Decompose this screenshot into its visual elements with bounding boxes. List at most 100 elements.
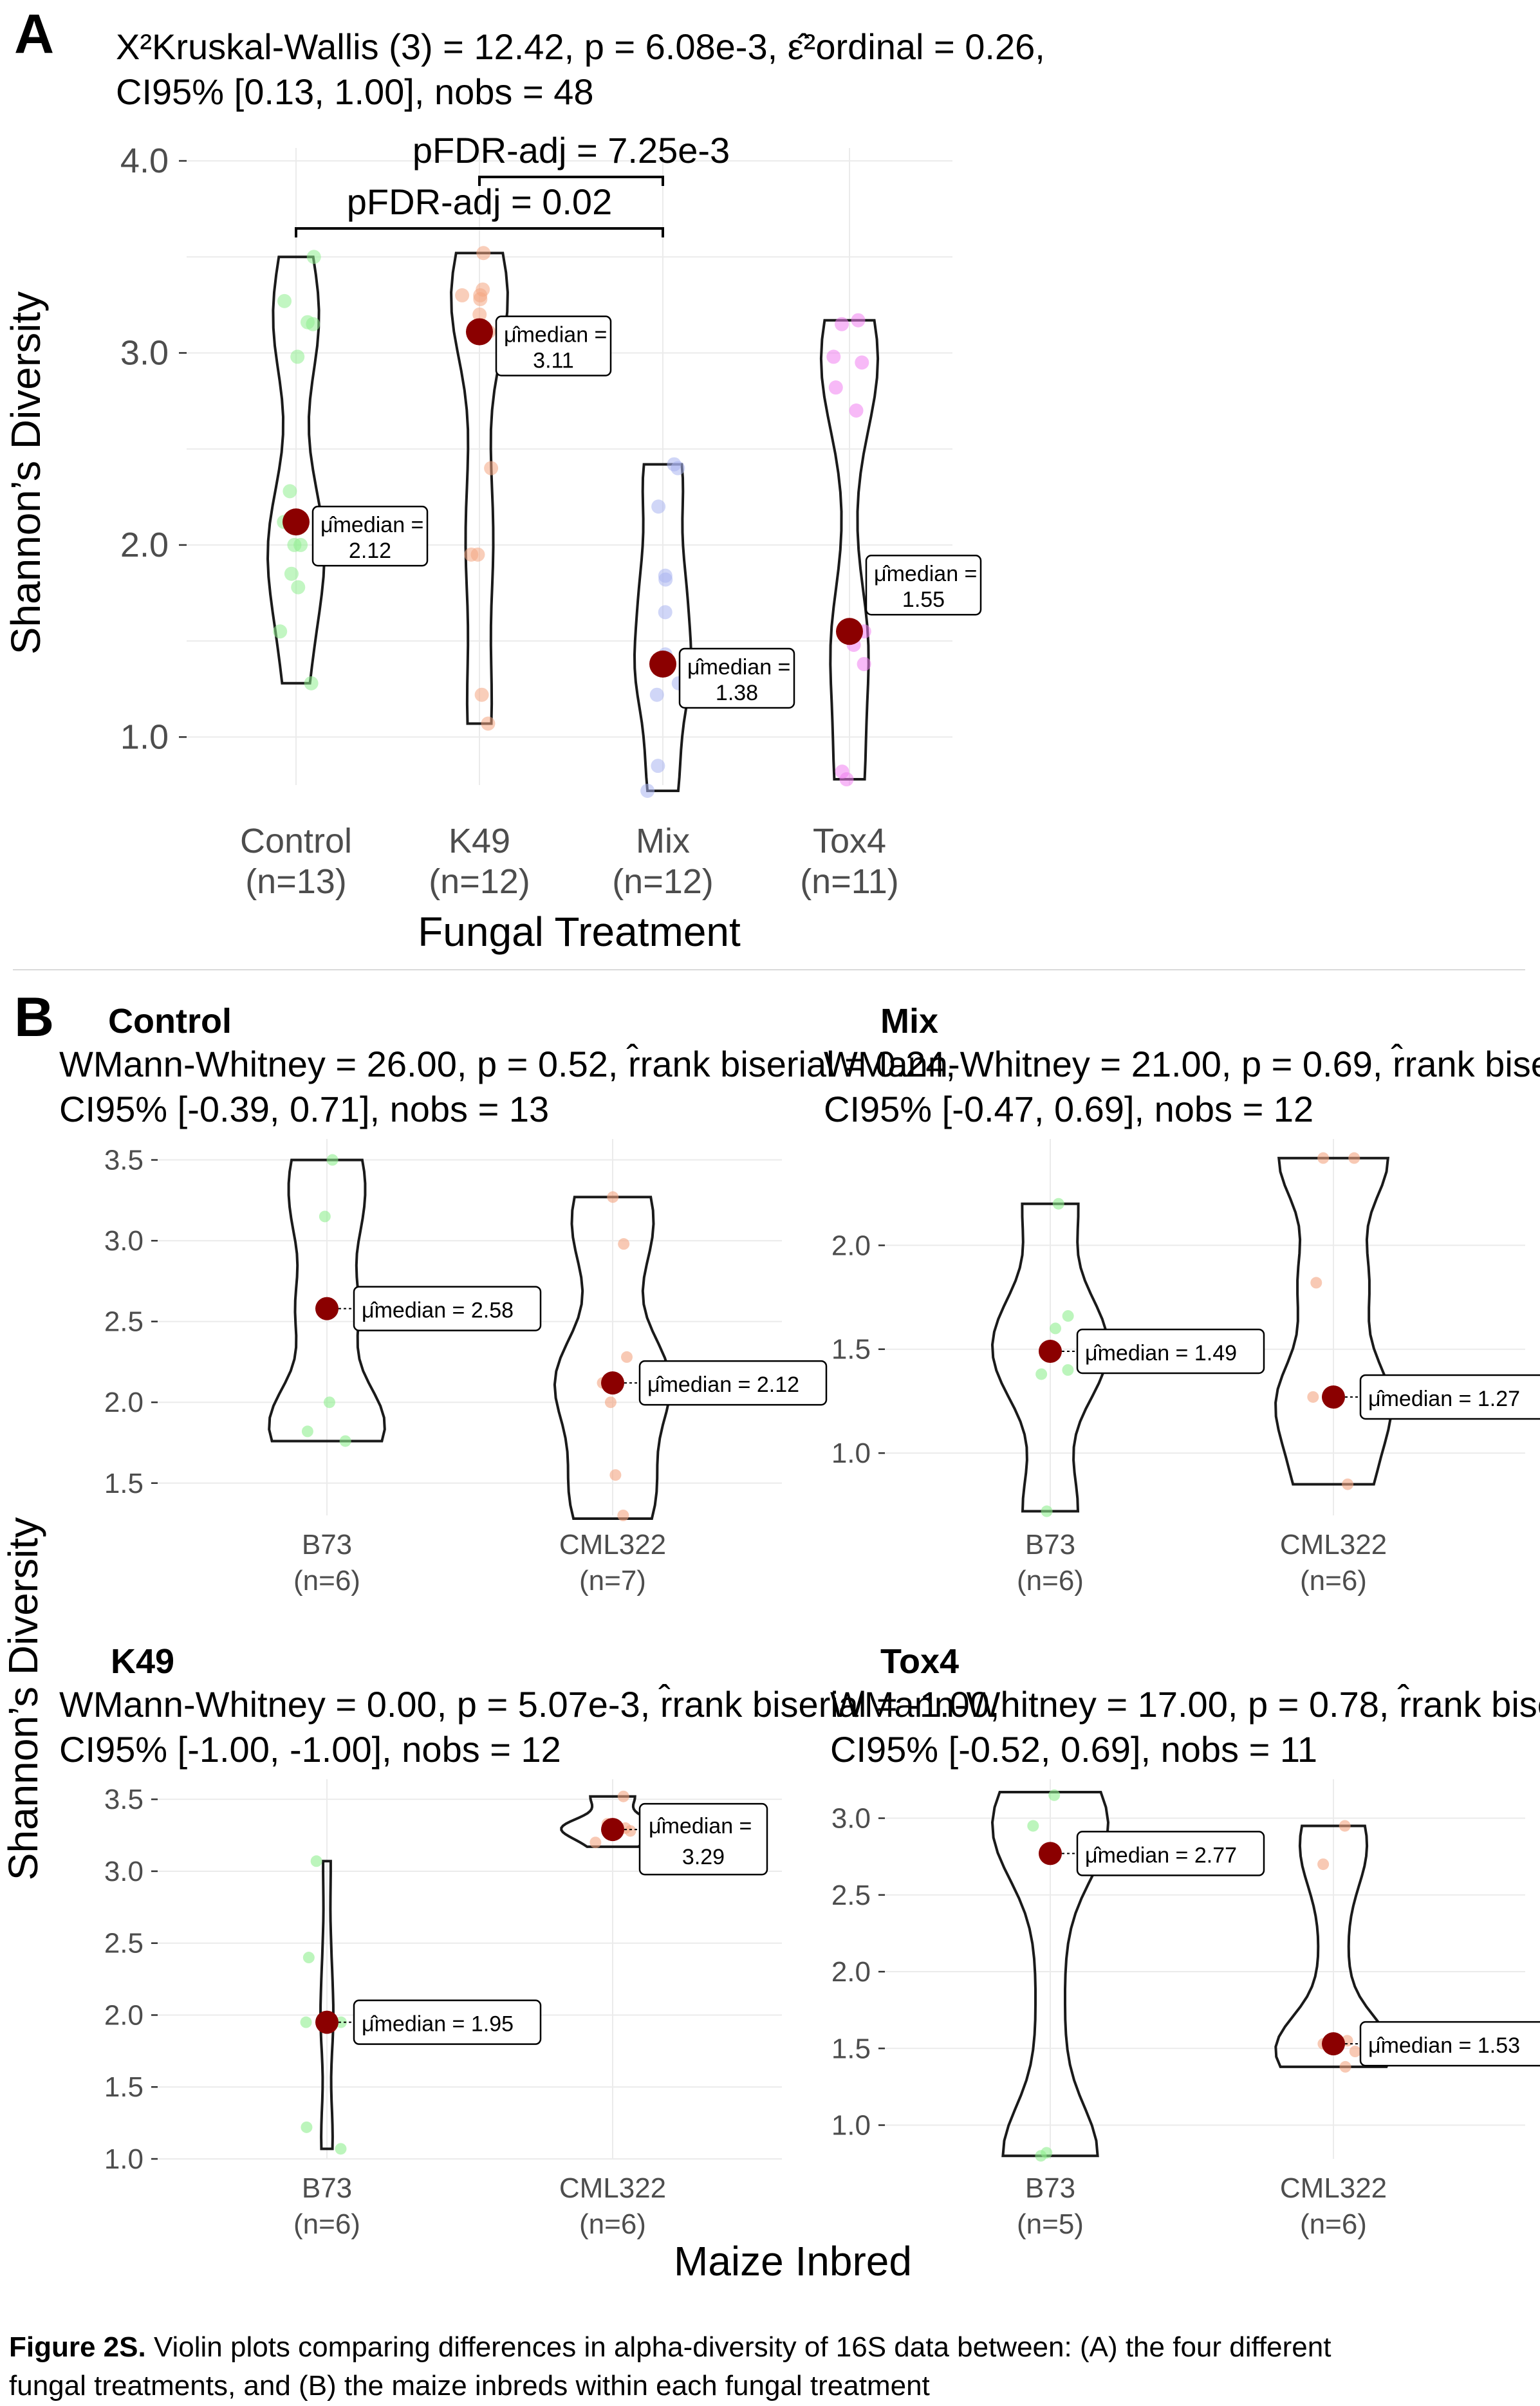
data-point <box>667 457 682 472</box>
data-point <box>284 566 299 581</box>
violin-b73 <box>990 1791 1110 2158</box>
median-label-line1: μ̂median = <box>320 513 423 537</box>
x-tick-label-b73: B73 <box>302 1529 352 1560</box>
x-tick-n-control: (n=13) <box>245 862 347 901</box>
data-point <box>484 461 499 476</box>
data-point <box>1317 1152 1330 1164</box>
data-point <box>339 1435 351 1447</box>
violin-tox4 <box>819 319 880 781</box>
violin-cml322 <box>1274 1824 1393 2068</box>
median-label-line2: 3.29 <box>682 1845 725 1869</box>
subplot-title-mix: Mix <box>880 1002 938 1041</box>
panel-b-letter: B <box>14 986 54 1048</box>
y-tick-label: 1.5 <box>104 2071 144 2103</box>
median-label-text: μ̂median = 2.77 <box>1085 1843 1237 1867</box>
x-tick-label-cml322: CML322 <box>1280 1529 1387 1560</box>
y-tick-label: 2.0 <box>104 1999 144 2031</box>
data-point <box>302 1952 315 1964</box>
panel-a-ylabel: Shannon’s Diversity <box>3 291 49 654</box>
median-label-box <box>353 1286 542 1331</box>
data-point <box>835 764 849 779</box>
data-point <box>1348 1152 1360 1164</box>
data-point <box>849 403 864 418</box>
y-tick-label: 2.0 <box>831 1230 871 1261</box>
subplot-stat-line2: CI95% [-0.47, 0.69], nobs = 12 <box>824 1089 1313 1129</box>
data-point <box>310 1855 322 1867</box>
median-point <box>601 1818 624 1842</box>
x-tick-n-b73: (n=6) <box>1017 1565 1084 1596</box>
data-point <box>857 656 871 671</box>
x-tick-n-cml322: (n=7) <box>579 1565 646 1596</box>
y-tick-label: 3.0 <box>120 333 169 372</box>
data-point <box>481 716 496 731</box>
median-point <box>1039 1339 1062 1363</box>
median-label-box <box>1076 1831 1265 1876</box>
x-tick-label-cml322: CML322 <box>1280 2172 1387 2204</box>
violin-mix <box>633 463 693 792</box>
data-point <box>828 380 843 395</box>
comparison-bracket-k49-mix <box>478 176 664 186</box>
data-point <box>1050 1322 1062 1335</box>
data-point <box>851 313 866 328</box>
data-point <box>335 2143 347 2155</box>
figure-caption-line2: fungal treatments, and (B) the maize inb… <box>9 2370 930 2401</box>
median-label-box <box>311 505 429 567</box>
data-point <box>1310 1277 1322 1289</box>
y-tick-label: 3.0 <box>104 1225 144 1257</box>
data-point <box>301 2121 313 2133</box>
data-point <box>476 246 491 261</box>
data-point <box>1339 2060 1351 2073</box>
y-tick-label: 2.5 <box>104 1928 144 1959</box>
data-point <box>1062 1310 1074 1322</box>
panel-a-xlabel: Fungal Treatment <box>418 909 741 955</box>
x-tick-label-b73: B73 <box>302 2172 352 2204</box>
median-label-text: μ̂median = 1.53 <box>1368 2033 1520 2058</box>
x-tick-label-k49: K49 <box>449 822 510 860</box>
data-point <box>589 1837 602 1849</box>
median-point <box>649 650 676 678</box>
median-label-box <box>353 1999 542 2045</box>
median-point <box>1322 2032 1345 2056</box>
data-point <box>835 317 849 331</box>
median-label-box <box>1359 2021 1540 2067</box>
data-point <box>323 1396 335 1409</box>
subplot-stat-line2: CI95% [-0.52, 0.69], nobs = 11 <box>830 1729 1317 1770</box>
y-tick-label: 1.5 <box>831 2033 871 2064</box>
y-tick-label: 3.0 <box>831 1803 871 1835</box>
median-point <box>466 318 493 346</box>
data-point <box>658 568 673 583</box>
data-point <box>620 1351 633 1363</box>
data-point <box>609 1469 622 1481</box>
violin-b73 <box>268 1158 386 1443</box>
data-point <box>300 315 315 329</box>
data-point <box>464 547 479 562</box>
x-tick-n-b73: (n=6) <box>293 1565 360 1596</box>
x-tick-label-mix: Mix <box>636 822 690 860</box>
data-point <box>1035 1368 1048 1380</box>
data-point <box>1027 1820 1039 1832</box>
median-label-line2: 2.12 <box>349 539 391 563</box>
median-label-line2: 1.38 <box>716 681 758 705</box>
x-tick-label-cml322: CML322 <box>559 2172 666 2204</box>
y-tick-label: 2.0 <box>104 1387 144 1418</box>
subplot-stat-line1: WMann-Whitney = 17.00, p = 0.78, r̂rank … <box>830 1684 1540 1725</box>
panel-a-plot: 1.02.03.04.0μ̂median =2.12Control(n=13)μ… <box>120 130 982 901</box>
data-point <box>604 1396 617 1409</box>
x-tick-label-control: Control <box>240 822 352 860</box>
x-tick-n-cml322: (n=6) <box>1300 1565 1367 1596</box>
median-label-line1: μ̂median = <box>874 562 977 586</box>
y-tick-label: 1.5 <box>831 1334 871 1365</box>
comparison-bracket-control-mix <box>295 227 664 237</box>
subplot-stat-line2: CI95% [-0.39, 0.71], nobs = 13 <box>59 1089 549 1129</box>
data-point <box>658 605 673 620</box>
x-tick-n-cml322: (n=6) <box>1300 2208 1367 2240</box>
y-tick-label: 2.5 <box>104 1306 144 1338</box>
y-tick-label: 3.5 <box>104 1784 144 1815</box>
median-label-line2: 1.55 <box>902 588 945 612</box>
panel-a-stat-line1: X²Kruskal-Wallis (3) = 12.42, p = 6.08e-… <box>116 26 1045 67</box>
data-point <box>293 537 308 552</box>
y-tick-label: 1.0 <box>831 1438 871 1469</box>
data-point <box>319 1210 331 1223</box>
comparison-label-k49-mix: pFDR-adj = 7.25e-3 <box>413 130 730 171</box>
violin-cml322 <box>560 1795 665 1848</box>
